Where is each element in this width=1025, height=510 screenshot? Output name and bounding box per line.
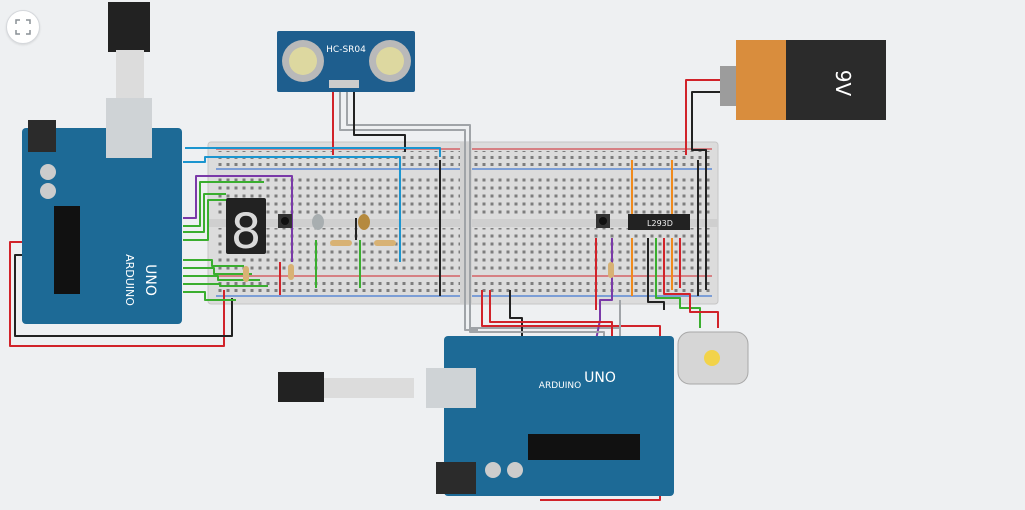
resistors[interactable] bbox=[243, 240, 614, 282]
fit-to-view-button[interactable] bbox=[6, 10, 40, 44]
svg-text:UNO: UNO bbox=[142, 264, 158, 296]
arduino-left[interactable]: ARDUINO UNO bbox=[22, 2, 182, 324]
push-button-right[interactable] bbox=[596, 214, 610, 228]
svg-text:HC-SR04: HC-SR04 bbox=[326, 45, 366, 55]
wire-sensor-echo[interactable] bbox=[346, 88, 620, 329]
svg-text:UNO: UNO bbox=[584, 370, 616, 386]
svg-text:ARDUINO: ARDUINO bbox=[123, 254, 136, 306]
wire-sensor-gnd[interactable] bbox=[353, 88, 406, 152]
led-orange[interactable] bbox=[358, 214, 370, 230]
ic-l293d[interactable]: L293D bbox=[628, 214, 690, 230]
battery-9v[interactable]: 9V bbox=[720, 40, 886, 120]
push-button-left[interactable] bbox=[278, 214, 292, 228]
svg-text:ARDUINO: ARDUINO bbox=[539, 381, 581, 391]
seven-segment-display[interactable]: 8 bbox=[226, 198, 266, 260]
svg-text:L293D: L293D bbox=[647, 219, 673, 228]
wire-5v-left[interactable] bbox=[9, 241, 225, 347]
led-gray[interactable] bbox=[312, 214, 324, 230]
fit-to-view-icon bbox=[15, 19, 31, 35]
wire-gnd-left[interactable] bbox=[14, 254, 233, 337]
dc-motor[interactable] bbox=[677, 331, 749, 385]
svg-text:8: 8 bbox=[231, 204, 262, 260]
ultrasonic-sensor[interactable]: HC-SR04 bbox=[277, 31, 415, 92]
wires bbox=[9, 79, 720, 501]
svg-text:9V: 9V bbox=[831, 70, 855, 97]
wire-battery-pos[interactable] bbox=[685, 79, 720, 155]
arduino-bottom[interactable]: ARDUINO UNO bbox=[278, 336, 674, 496]
wire-battery-neg[interactable] bbox=[691, 91, 720, 290]
